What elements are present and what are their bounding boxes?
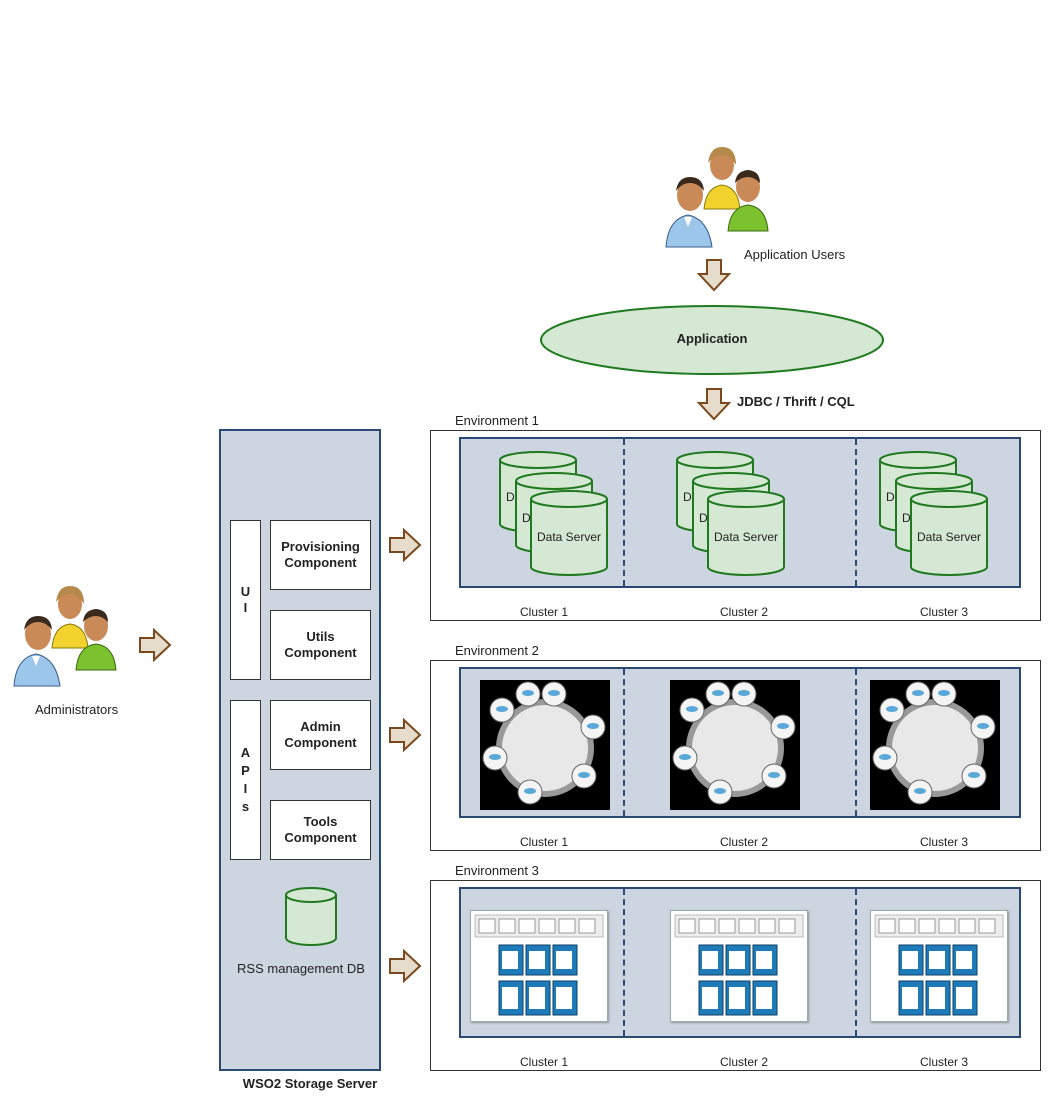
data-server-stack: D D Data Server: [498, 450, 610, 578]
cluster-divider: [623, 669, 625, 816]
data-server-icon: [530, 490, 608, 576]
tools-component: Tools Component: [270, 800, 371, 860]
cluster-divider: [623, 439, 625, 586]
data-server-label: Data Server: [713, 530, 779, 544]
environment-3-title: Environment 3: [455, 863, 539, 878]
data-server-icon: [707, 490, 785, 576]
data-server-label-peek: D: [902, 511, 911, 525]
arrow-down-icon: [697, 388, 731, 421]
arrow-right-icon: [389, 949, 422, 983]
apis-layer-label: A P I s: [230, 700, 261, 860]
admin-component: Admin Component: [270, 700, 371, 770]
data-server-label: Data Server: [916, 530, 982, 544]
environment-1-title: Environment 1: [455, 413, 539, 428]
data-server-label-peek: D: [699, 511, 708, 525]
data-server-stack: D D Data Server: [878, 450, 990, 578]
cluster-label: Cluster 3: [919, 605, 969, 619]
database-icon: [285, 887, 337, 946]
cluster-label: Cluster 2: [719, 605, 769, 619]
application-users-icon: [665, 147, 769, 248]
cassandra-ring-icon: [670, 680, 800, 810]
cluster-label: Cluster 2: [719, 1055, 769, 1069]
cluster-divider: [855, 669, 857, 816]
arrow-right-icon: [389, 528, 422, 562]
cluster-label: Cluster 2: [719, 835, 769, 849]
cluster-divider: [855, 439, 857, 586]
hdfs-cluster-icon: [470, 910, 608, 1022]
cluster-label: Cluster 1: [519, 835, 569, 849]
hdfs-cluster-icon: [870, 910, 1008, 1022]
cassandra-ring-icon: [480, 680, 610, 810]
ui-layer-label: U I: [230, 520, 261, 680]
cluster-divider: [623, 889, 625, 1036]
data-server-label-peek: D: [683, 490, 692, 504]
provisioning-component: Provisioning Component: [270, 520, 371, 590]
cluster-divider: [855, 889, 857, 1036]
arrow-down-icon: [697, 259, 731, 292]
cluster-label: Cluster 3: [919, 1055, 969, 1069]
application-node: [540, 305, 884, 375]
data-server-label-peek: D: [886, 490, 895, 504]
hdfs-cluster-icon: [670, 910, 808, 1022]
environment-2-title: Environment 2: [455, 643, 539, 658]
cluster-label: Cluster 1: [519, 605, 569, 619]
data-server-label: Data Server: [536, 530, 602, 544]
cluster-label: Cluster 1: [519, 1055, 569, 1069]
rss-db-label: RSS management DB: [237, 961, 365, 976]
data-server-stack: D D Data Server: [675, 450, 787, 578]
storage-server-title: WSO2 Storage Server: [242, 1076, 378, 1091]
data-server-label-peek: D: [522, 511, 531, 525]
utils-component: Utils Component: [270, 610, 371, 680]
cassandra-ring-icon: [870, 680, 1000, 810]
arrow-right-icon: [389, 718, 422, 752]
application-label: Application: [676, 331, 748, 346]
data-server-icon: [910, 490, 988, 576]
administrators-icon: [13, 586, 117, 687]
application-users-label: Application Users: [744, 247, 846, 262]
cluster-label: Cluster 3: [919, 835, 969, 849]
arrow-right-icon: [139, 628, 172, 662]
administrators-label: Administrators: [35, 702, 119, 717]
data-server-label-peek: D: [506, 490, 515, 504]
protocol-label: JDBC / Thrift / CQL: [737, 394, 855, 409]
